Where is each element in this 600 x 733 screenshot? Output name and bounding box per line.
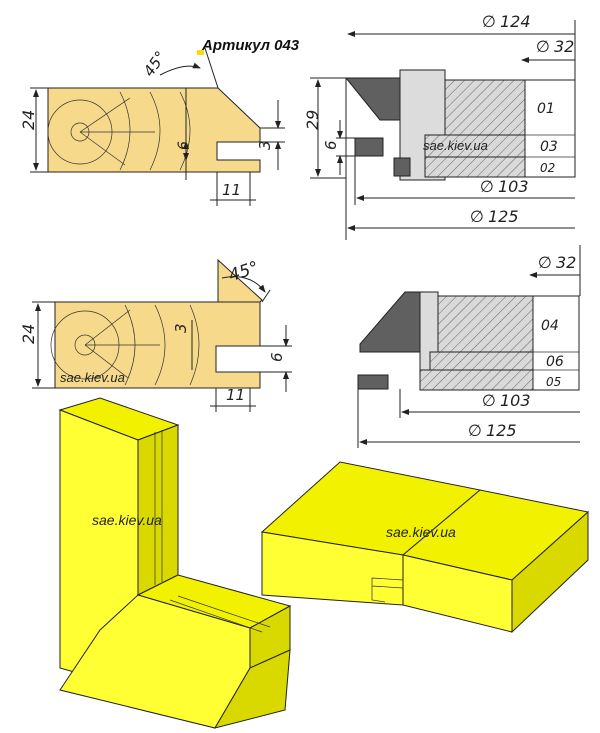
iso-panel-joint: sae.kiev.ua xyxy=(260,461,590,634)
svg-text:∅: ∅ xyxy=(536,37,550,56)
cutter-bottom-part-2: 06 xyxy=(546,354,564,370)
svg-text:∅: ∅ xyxy=(470,207,484,226)
cutter-top-part-1: 01 xyxy=(537,101,555,117)
cutter-bottom: 04 06 05 ∅ 32 ∅ 103 ∅ 125 xyxy=(357,245,581,448)
profile-bottom-arcs xyxy=(50,304,200,386)
dim-tooth-6: 6 xyxy=(322,140,340,150)
dim-d32-bottom: 32 xyxy=(556,253,576,272)
profile-top-arcs xyxy=(47,91,191,171)
dim-height-24-bottom: 24 xyxy=(19,324,38,344)
cutter-top: 01 03 02 sae.kiev.ua ∅ 124 ∅ 32 29 6 ∅ 1… xyxy=(303,12,576,240)
cutter-top-part-3: 02 xyxy=(540,161,555,175)
cutter-bottom-knife xyxy=(359,291,421,353)
cutter-top-knife xyxy=(344,77,401,121)
dim-d103: 103 xyxy=(498,177,529,196)
watermark-cutter-top: sae.kiev.ua xyxy=(423,138,488,153)
iso-corner-joint: sae.kiev.ua xyxy=(58,397,292,729)
dim-d124-symbol: ∅ xyxy=(482,12,496,31)
dim-groove-depth-bottom: 6 xyxy=(268,352,286,362)
profile-top: 24 6 3 11 45° xyxy=(19,48,285,206)
watermark-iso-panel: sae.kiev.ua xyxy=(386,524,456,540)
dim-offset-11-bottom: 11 xyxy=(226,386,245,404)
cutter-top-part-01-box xyxy=(444,79,526,136)
watermark-iso-corner: sae.kiev.ua xyxy=(92,512,162,528)
dim-groove-width-bottom: 3 xyxy=(172,323,190,333)
dim-groove-depth: 6 xyxy=(176,141,192,150)
profile-top-shape xyxy=(47,87,261,173)
dim-d125-bottom: 125 xyxy=(486,421,517,440)
dim-d125: 125 xyxy=(488,207,519,226)
cutter-top-part-2: 03 xyxy=(540,139,558,155)
dim-height-29: 29 xyxy=(303,110,322,130)
dim-offset-11: 11 xyxy=(222,181,241,199)
cutter-bottom-part-1: 04 xyxy=(541,318,559,334)
dim-d32: 32 xyxy=(554,37,574,56)
dim-angle-45-bottom: 45° xyxy=(226,258,261,286)
cutter-bottom-part-3: 05 xyxy=(546,375,561,389)
dim-height-24: 24 xyxy=(19,110,38,130)
svg-text:∅: ∅ xyxy=(482,391,496,410)
article-title: Артикул 043 xyxy=(201,37,300,54)
title-marker xyxy=(197,50,204,55)
svg-text:∅: ∅ xyxy=(538,253,552,272)
svg-text:∅: ∅ xyxy=(468,421,482,440)
svg-text:∅: ∅ xyxy=(480,177,494,196)
profile-bottom: 45° 24 3 6 11 sae.kiev.ua xyxy=(19,258,292,412)
dim-d124: 124 xyxy=(500,12,531,31)
dim-d103-bottom: 103 xyxy=(500,391,531,410)
dim-groove-width: 3 xyxy=(256,140,274,150)
dim-angle-45: 45° xyxy=(140,48,170,80)
watermark-profile-bottom: sae.kiev.ua xyxy=(60,370,125,385)
